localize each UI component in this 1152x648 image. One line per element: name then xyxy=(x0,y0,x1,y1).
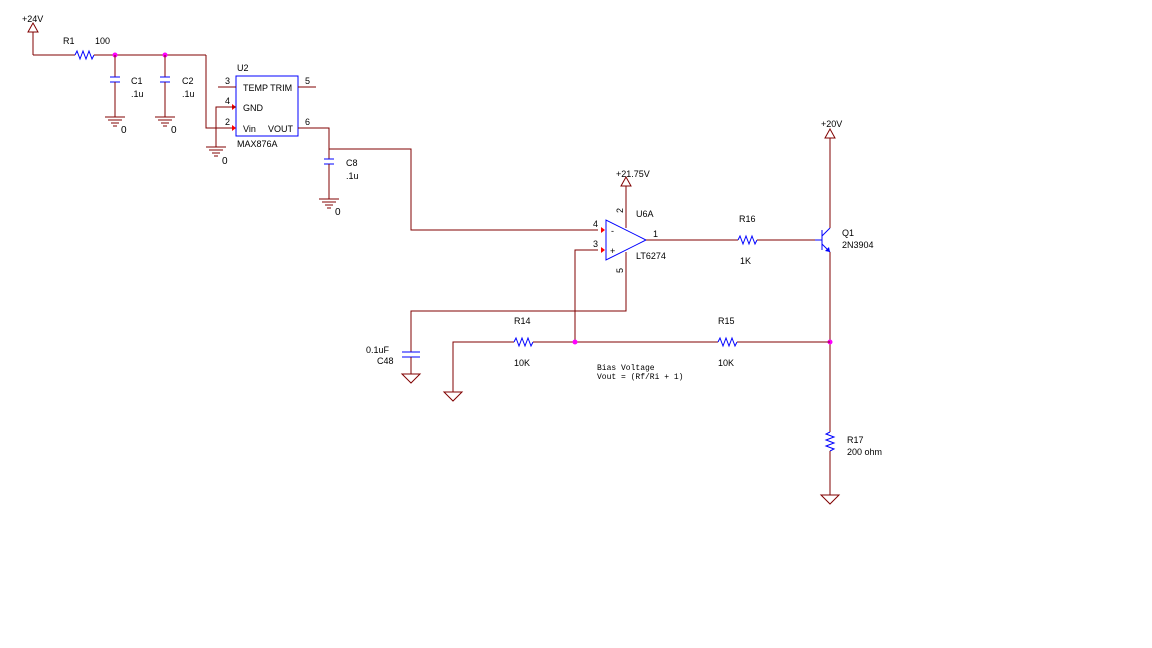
resistor-r17: R17 200 ohm xyxy=(824,431,882,457)
u2-pin-vin: Vin xyxy=(243,124,256,134)
u6a-ref: U6A xyxy=(636,209,654,219)
u2-pin3-num: 3 xyxy=(225,76,230,86)
u6a-inv-sign: - xyxy=(611,226,614,236)
power-21-75v-label: +21.75V xyxy=(616,169,650,179)
resistor-r1: R1 100 xyxy=(63,36,110,61)
wire xyxy=(452,341,514,392)
u6a-pin5-num: 5 xyxy=(615,268,625,273)
r17-value: 200 ohm xyxy=(847,447,882,457)
power-21-75v: +21.75V xyxy=(616,169,650,228)
u6a-pin4-num: 4 xyxy=(593,219,598,229)
r15-value: 10K xyxy=(718,358,734,368)
u2-pin-temp-trim: TEMP TRIM xyxy=(243,83,292,93)
u2-pin6-num: 6 xyxy=(305,117,310,127)
ground-label: 0 xyxy=(121,125,127,136)
u2-pin2-num: 2 xyxy=(225,117,230,127)
r16-value: 1K xyxy=(740,256,751,266)
transistor-q1: Q1 2N3904 xyxy=(815,227,874,253)
u2-pin-vout: VOUT xyxy=(268,124,294,134)
q1-part: 2N3904 xyxy=(842,240,874,250)
opamp-u6a: - + U6A LT6274 4 3 1 2 5 xyxy=(593,208,666,273)
note-bias-voltage: Bias Voltage xyxy=(597,364,655,373)
power-20v: +20V xyxy=(821,119,842,228)
c2-value: .1u xyxy=(182,89,195,99)
wire xyxy=(316,127,598,231)
junction xyxy=(572,339,578,345)
ground-label: 0 xyxy=(171,125,177,136)
c8-value: .1u xyxy=(346,171,359,181)
c1-value: .1u xyxy=(131,89,144,99)
capacitor-c8: C8 .1u xyxy=(324,149,359,199)
resistor-r14: R14 10K xyxy=(513,316,534,368)
ground-symbol: 0 xyxy=(105,116,127,136)
q1-ref: Q1 xyxy=(842,228,854,238)
u2-part: MAX876A xyxy=(237,139,278,149)
r16-ref: R16 xyxy=(739,214,756,224)
c48-ref: C48 xyxy=(377,356,394,366)
u6a-pin3-num: 3 xyxy=(593,239,598,249)
c2-ref: C2 xyxy=(182,76,194,86)
u6a-part: LT6274 xyxy=(636,251,666,261)
power-24v-label: +24V xyxy=(22,14,43,24)
r17-ref: R17 xyxy=(847,435,864,445)
r1-ref: R1 xyxy=(63,36,75,46)
u6a-pin1-num: 1 xyxy=(653,229,658,239)
resistor-r15: R15 10K xyxy=(717,316,738,368)
note-vout-formula: Vout = (Rf/Ri + 1) xyxy=(597,373,683,382)
wire xyxy=(205,55,236,129)
r15-ref: R15 xyxy=(718,316,735,326)
u2-pin-gnd: GND xyxy=(243,103,264,113)
u6a-pin2-num: 2 xyxy=(615,208,625,213)
c8-ref: C8 xyxy=(346,158,358,168)
c48-value: 0.1uF xyxy=(366,345,390,355)
ground-symbol: 0 xyxy=(206,146,228,167)
ground-symbol: 0 xyxy=(155,116,177,136)
c1-ref: C1 xyxy=(131,76,143,86)
ground-label: 0 xyxy=(222,156,228,167)
capacitor-c2: C2 .1u xyxy=(160,55,195,117)
u2-pin5-num: 5 xyxy=(305,76,310,86)
capacitor-c1: C1 .1u xyxy=(110,55,144,117)
ground-symbol xyxy=(819,494,841,505)
ground-symbol xyxy=(442,391,464,402)
power-20v-label: +20V xyxy=(821,119,842,129)
wire xyxy=(215,106,236,147)
resistor-r16: R16 1K xyxy=(737,214,758,266)
u6a-noninv-sign: + xyxy=(610,246,615,256)
ground-symbol: 0 xyxy=(319,198,341,218)
u2-ref: U2 xyxy=(237,63,249,73)
r1-value: 100 xyxy=(95,36,110,46)
ground-label: 0 xyxy=(335,207,341,218)
capacitor-c48: 0.1uF C48 xyxy=(366,345,420,374)
power-24v: +24V xyxy=(22,14,43,55)
r14-ref: R14 xyxy=(514,316,531,326)
u2-pin4-num: 4 xyxy=(225,96,230,106)
wire xyxy=(410,252,627,352)
ground-symbol xyxy=(400,373,422,384)
ic-u2: U2 MAX876A TEMP TRIM GND Vin VOUT 3 5 4 … xyxy=(218,63,316,149)
r14-value: 10K xyxy=(514,358,530,368)
wire xyxy=(574,249,598,342)
